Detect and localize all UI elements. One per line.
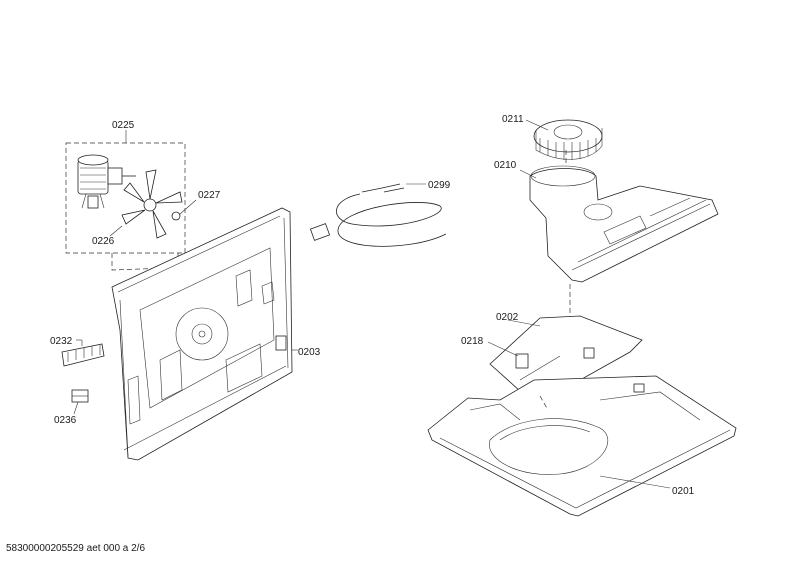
document-footer: 58300000205529 aet 000 a 2/6 (6, 543, 146, 554)
label-0236: 0236 (54, 415, 77, 426)
back-panel (111, 207, 298, 461)
base-frame (427, 375, 737, 517)
label-0203: 0203 (298, 347, 321, 358)
fan-blade (121, 169, 183, 239)
label-0202: 0202 (496, 312, 519, 323)
label-0227: 0227 (198, 190, 221, 201)
fan-motor-assembly (65, 130, 197, 271)
label-0232: 0232 (50, 336, 73, 347)
label-0218: 0218 (461, 336, 484, 347)
clip-part (71, 389, 89, 415)
air-duct (519, 150, 719, 318)
label-0299: 0299 (428, 180, 451, 191)
label-0211: 0211 (502, 114, 524, 125)
assembly-boundary-0225 (65, 142, 186, 254)
cooling-fan (525, 119, 603, 160)
fan-nut (171, 211, 181, 221)
terminal-block (61, 339, 105, 367)
power-cable (309, 183, 447, 247)
label-0226: 0226 (92, 236, 115, 247)
label-0201: 0201 (672, 486, 695, 497)
label-0225: 0225 (112, 120, 135, 131)
sensor-part (487, 341, 529, 369)
fan-motor (77, 154, 136, 209)
label-0210: 0210 (494, 160, 517, 171)
cover-plate (489, 315, 643, 401)
